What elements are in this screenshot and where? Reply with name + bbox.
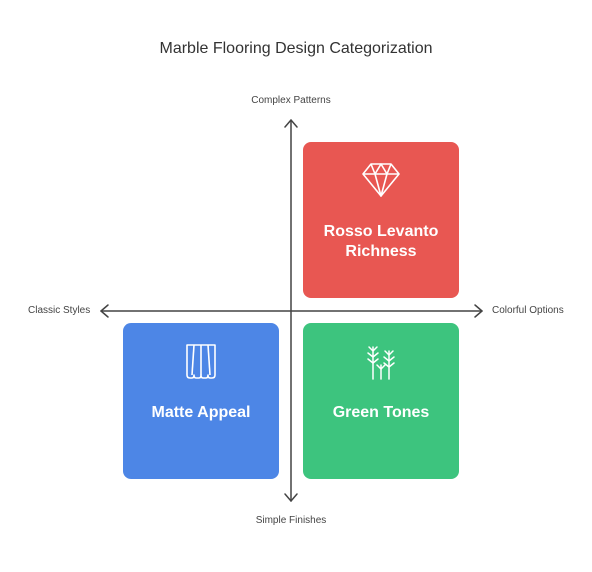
quadrant-card-bottom-left: Matte Appeal	[123, 323, 279, 479]
arrow-left-icon	[100, 304, 109, 318]
axis-label-bottom: Simple Finishes	[255, 515, 327, 526]
arrow-right-icon	[474, 304, 483, 318]
quadrant-label: Green Tones	[332, 404, 430, 421]
diagram-title: Marble Flooring Design Categorization	[159, 40, 433, 57]
arrow-up-icon	[284, 119, 298, 128]
tiles-icon	[186, 344, 216, 379]
diamond-icon	[362, 163, 400, 197]
axis-label-top: Complex Patterns	[251, 95, 331, 106]
axis-label-right: Colorful Options	[492, 305, 564, 316]
plant-icon	[367, 346, 395, 380]
axis-label-left: Classic Styles	[28, 305, 91, 316]
arrow-down-icon	[284, 493, 298, 502]
quadrant-card-bottom-right: Green Tones	[303, 323, 459, 479]
quadrant-label: Matte Appeal	[151, 404, 251, 421]
